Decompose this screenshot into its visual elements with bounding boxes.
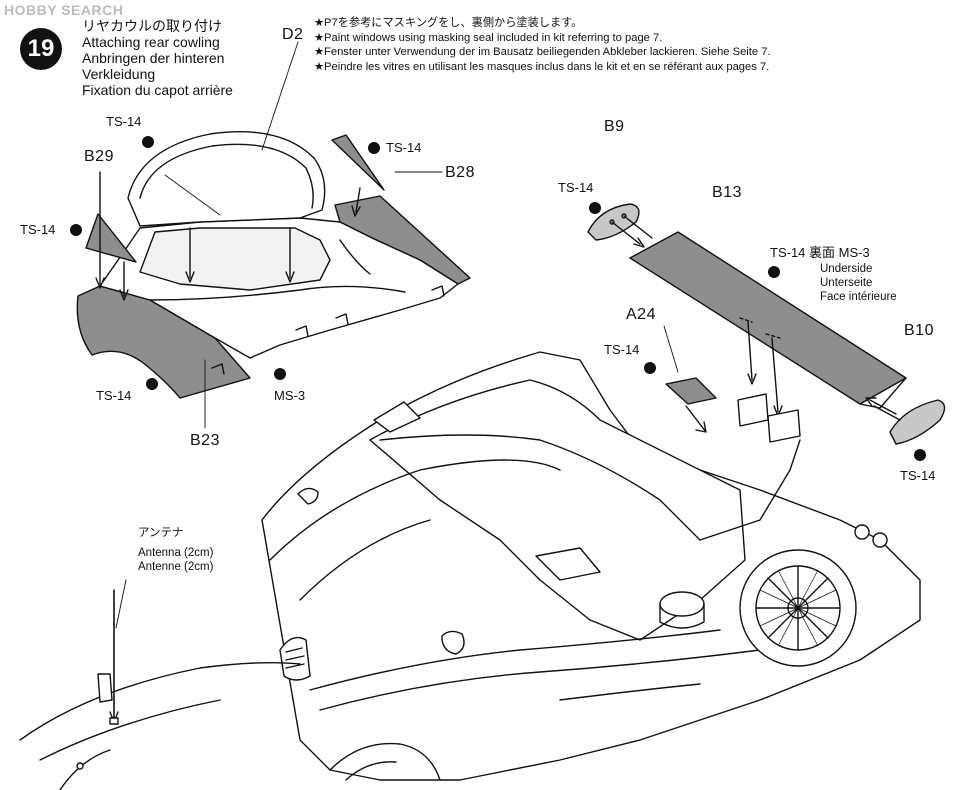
ts14-label-6: TS-14 bbox=[604, 342, 640, 357]
underside-translations: Underside Unterseite Face intérieure bbox=[820, 262, 897, 304]
step-title-de-2: Verkleidung bbox=[82, 66, 156, 82]
label-a24: A24 bbox=[626, 306, 656, 323]
painting-notes: ★P7を参考にマスキングをし、裏側から塗装します。 ★Paint windows… bbox=[314, 16, 771, 74]
antenna-body-outline bbox=[19, 661, 301, 741]
part-b23-shape bbox=[76, 285, 251, 399]
antenna-label-jp: アンテナ bbox=[138, 527, 184, 539]
ts14-dot-8 bbox=[914, 449, 926, 461]
ts14-dot-7 bbox=[644, 362, 656, 374]
underside-fr-label: Face intérieure bbox=[820, 291, 897, 303]
label-b23: B23 bbox=[190, 432, 220, 449]
label-b28: B28 bbox=[445, 164, 475, 181]
ts14-label-4: TS-14 bbox=[96, 388, 132, 403]
step-title-fr: Fixation du capot arrière bbox=[82, 82, 233, 98]
ts14-label-8: TS-14 bbox=[770, 245, 806, 260]
label-d2: D2 bbox=[282, 26, 304, 43]
part-a24-shape bbox=[665, 377, 717, 405]
underside-de-label: Unterseite bbox=[820, 277, 873, 289]
ts14-dot-4 bbox=[146, 378, 158, 390]
step-title-en: Attaching rear cowling bbox=[82, 34, 220, 50]
car-rear-hatch bbox=[369, 379, 746, 641]
step-title: リヤカウルの取り付け Attaching rear cowling Anbrin… bbox=[82, 18, 233, 98]
part-b28-shape bbox=[331, 134, 385, 191]
ts14-dot-5 bbox=[589, 202, 601, 214]
step-title-jp: リヤカウルの取り付け bbox=[82, 18, 222, 34]
ts14-dot-3 bbox=[368, 142, 380, 154]
underside-ms3-label: MS-3 bbox=[838, 245, 870, 260]
step-number-badge: 19 bbox=[20, 28, 62, 70]
ts14-label-3: TS-14 bbox=[386, 140, 422, 155]
ms3-dot-1 bbox=[274, 368, 286, 380]
note-en: ★Paint windows using masking seal includ… bbox=[314, 31, 663, 44]
label-b29: B29 bbox=[84, 148, 114, 165]
ts14-label-1: TS-14 bbox=[106, 114, 142, 129]
underside-callout: TS-14 裏面 MS-3 bbox=[770, 242, 870, 261]
part-b29-shape bbox=[85, 213, 137, 263]
ts14-dot-1 bbox=[142, 136, 154, 148]
ts14-label-7: TS-14 bbox=[900, 468, 936, 483]
step-title-de: Anbringen der hinteren bbox=[82, 50, 225, 66]
ts14-label-2: TS-14 bbox=[20, 222, 56, 237]
ms3-label-1: MS-3 bbox=[274, 388, 306, 403]
label-b13: B13 bbox=[712, 184, 742, 201]
underside-en-label: Underside bbox=[820, 263, 873, 275]
label-b10: B10 bbox=[904, 322, 934, 339]
note-de: ★Fenster unter Verwendung der im Bausatz… bbox=[314, 46, 771, 59]
label-b9: B9 bbox=[604, 118, 625, 135]
underside-jp-label: 裏面 bbox=[809, 245, 836, 260]
note-jp: ★P7を参考にマスキングをし、裏側から塗装します。 bbox=[314, 17, 583, 29]
antenna-label-group: Antenna (2cm) Antenne (2cm) bbox=[138, 546, 213, 574]
ts14-label-5: TS-14 bbox=[558, 180, 594, 195]
cowl-window bbox=[139, 227, 331, 291]
note-fr: ★Peindre les vitres en utilisant les mas… bbox=[314, 60, 770, 73]
ts14-dot-6 bbox=[768, 266, 780, 278]
ts14-dot-2 bbox=[70, 224, 82, 236]
part-d2-shape bbox=[127, 131, 326, 227]
antenna-label-en: Antenna (2cm) bbox=[138, 547, 214, 559]
antenna-label-de: Antenne (2cm) bbox=[138, 561, 214, 573]
watermark: HOBBY SEARCH bbox=[4, 2, 124, 18]
part-b10-shape bbox=[889, 399, 946, 445]
